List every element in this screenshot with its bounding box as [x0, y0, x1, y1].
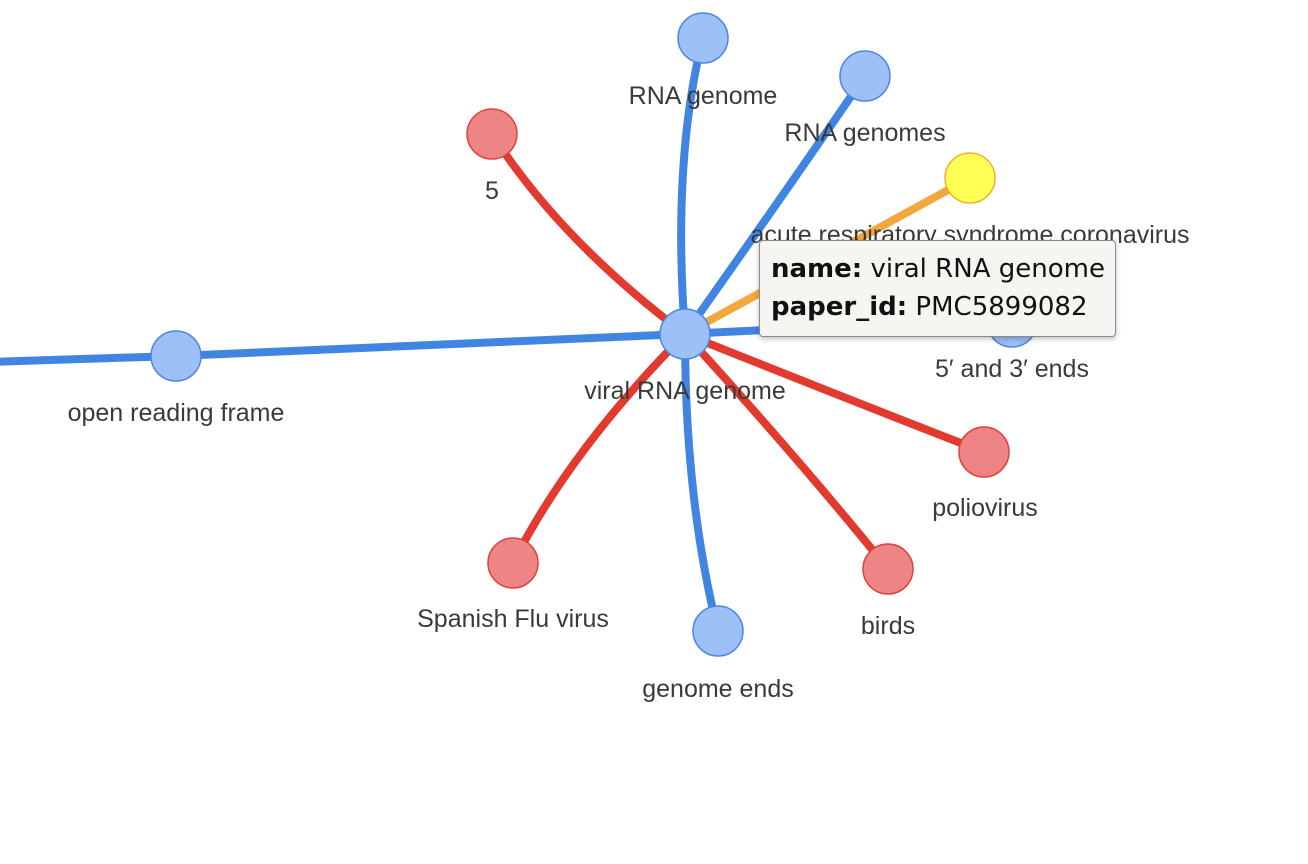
edge-poliovirus [683, 330, 986, 456]
edge-rna-genome [677, 37, 707, 335]
edge-open-reading-frame-offscreen [0, 352, 177, 366]
node-label-spanish-flu: Spanish Flu virus [417, 605, 609, 633]
node-viral-rna-genome[interactable] [659, 308, 711, 360]
tooltip-paper-value: PMC5899082 [915, 292, 1088, 322]
node-label-viral-rna-genome: viral RNA genome [584, 377, 785, 405]
edge-rna-genomes [681, 73, 869, 337]
node-label-genome-ends: genome ends [642, 675, 794, 703]
tooltip-name-key: name: [771, 254, 863, 284]
node-sars-cov[interactable] [944, 152, 996, 204]
node-rna-genome[interactable] [677, 12, 729, 64]
node-spanish-flu[interactable] [487, 537, 539, 589]
node-five[interactable] [466, 108, 518, 160]
tooltip-paper-key: paper_id: [771, 292, 908, 322]
node-label-rna-genome: RNA genome [629, 82, 778, 110]
edge-five [488, 131, 688, 338]
tooltip-name-value: viral RNA genome [870, 254, 1105, 284]
edge-genome-ends [681, 333, 722, 632]
tooltip-name-row: name: viral RNA genome [771, 250, 1105, 288]
node-label-five: 5 [485, 177, 499, 205]
node-tooltip: name: viral RNA genome paper_id: PMC5899… [759, 240, 1116, 337]
node-label-birds: birds [861, 612, 915, 640]
node-open-reading-frame[interactable] [150, 330, 202, 382]
edge-birds [682, 331, 892, 572]
node-genome-ends[interactable] [692, 605, 744, 657]
node-label-poliovirus: poliovirus [932, 494, 1038, 522]
node-rna-genomes[interactable] [839, 50, 891, 102]
node-label-five-three-ends: 5′ and 3′ ends [935, 355, 1089, 383]
node-poliovirus[interactable] [958, 426, 1010, 478]
edge-open-reading-frame [175, 330, 686, 360]
node-label-rna-genomes: RNA genomes [784, 119, 945, 147]
node-label-open-reading-frame: open reading frame [68, 399, 285, 427]
edge-spanish-flu [509, 331, 688, 565]
node-birds[interactable] [862, 543, 914, 595]
tooltip-paper-row: paper_id: PMC5899082 [771, 288, 1105, 326]
